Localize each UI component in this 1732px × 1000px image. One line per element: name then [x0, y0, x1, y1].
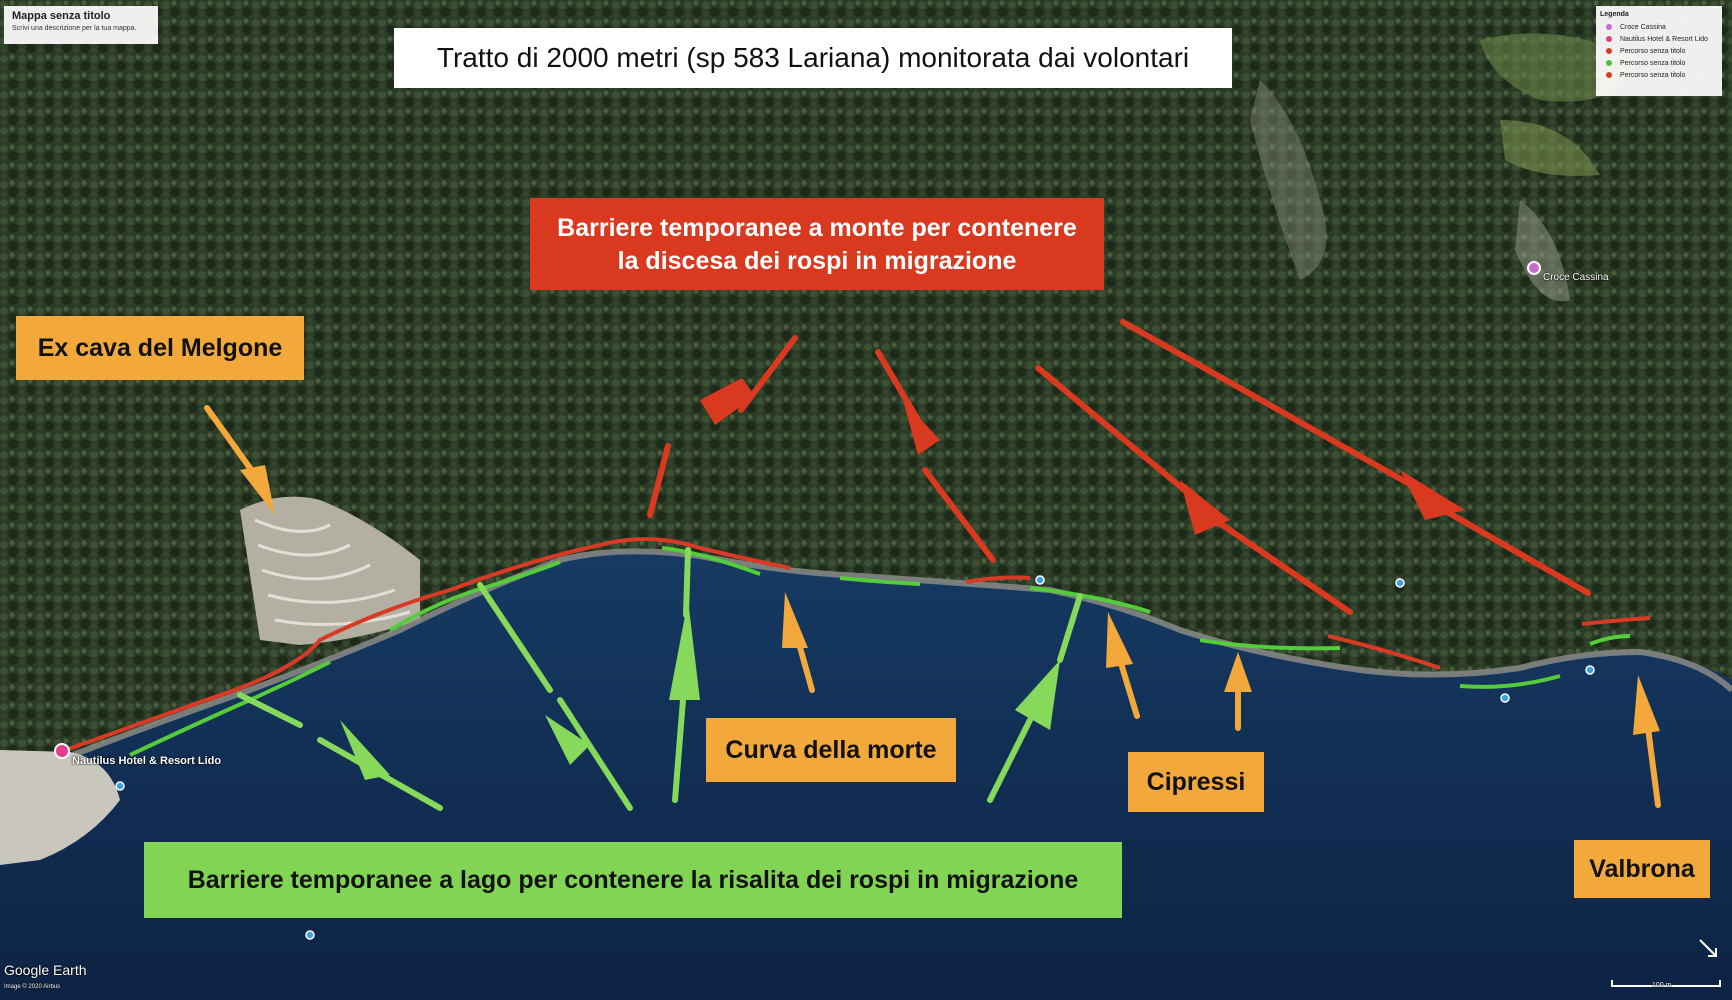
legend-item[interactable]: Percorso senza titolo — [1600, 45, 1718, 57]
red-route — [1327, 634, 1441, 670]
legend-marker-icon — [1606, 72, 1612, 78]
red-arrows — [647, 319, 1591, 615]
green-route — [1029, 586, 1151, 614]
google-earth-logo: Google Earth — [4, 962, 87, 978]
quarry-terraces — [254, 518, 411, 626]
red-barriers-line2: la discesa dei rospi in migrazione — [617, 247, 1017, 275]
main-title: Tratto di 2000 metri (sp 583 Lariana) mo… — [394, 28, 1232, 88]
rock-patch — [1250, 80, 1327, 280]
curva-label: Curva della morte — [706, 718, 956, 782]
green-barriers-label: Barriere temporanee a lago per contenere… — [144, 842, 1122, 918]
legend-marker-icon — [1606, 60, 1612, 66]
green-route — [1199, 638, 1341, 651]
quarry-area — [240, 496, 420, 645]
green-route — [1589, 634, 1631, 646]
legend-item[interactable]: Nautilus Hotel & Resort Lido — [1600, 33, 1718, 45]
legend-marker-icon — [1606, 36, 1612, 42]
ex-cava-label: Ex cava del Melgone — [16, 316, 304, 380]
legend-marker-icon — [1606, 48, 1612, 54]
shore-road — [58, 548, 1732, 763]
legend-item[interactable]: Croce Cassina — [1600, 21, 1718, 33]
legend-title: Legenda — [1600, 11, 1629, 18]
legend-item-label: Percorso senza titolo — [1620, 47, 1686, 55]
map-info-panel[interactable]: Mappa senza titolo Scrivi una descrizion… — [4, 6, 158, 44]
image-credit: Image © 2020 Airbus — [4, 984, 61, 990]
green-arrows — [237, 547, 1083, 811]
cipressi-label: Cipressi — [1128, 752, 1264, 812]
valbrona-label: Valbrona — [1574, 840, 1710, 898]
legend-item-label: Percorso senza titolo — [1620, 71, 1686, 79]
map-title: Mappa senza titolo — [12, 10, 111, 22]
croce-cassina-marker[interactable] — [1527, 261, 1541, 275]
nautilus-marker[interactable] — [54, 743, 70, 759]
meadow-patch — [1500, 120, 1600, 176]
red-route — [965, 575, 1031, 584]
legend-marker-icon — [1606, 24, 1612, 30]
green-route — [839, 576, 921, 586]
scale-label: 100 m — [1652, 982, 1672, 989]
green-route — [388, 560, 561, 632]
red-route — [1581, 616, 1651, 626]
green-route — [661, 546, 761, 576]
rock-patch — [1515, 200, 1570, 302]
orange-arrows — [204, 405, 1661, 808]
legend-item-label: Croce Cassina — [1620, 23, 1666, 31]
shore-town — [0, 750, 120, 865]
red-barriers-line1: Barriere temporanee a monte per contener… — [557, 214, 1077, 242]
scale-bar — [1611, 980, 1721, 987]
buoy-markers — [115, 575, 1595, 940]
nautilus-label: Nautilus Hotel & Resort Lido — [72, 755, 222, 767]
green-route — [1459, 674, 1561, 689]
legend-item-label: Percorso senza titolo — [1620, 59, 1686, 67]
map-subtitle: Scrivi una descrizione per la tua mappa. — [12, 25, 137, 32]
compass-icon[interactable] — [1699, 939, 1717, 957]
legend-item[interactable]: Percorso senza titolo — [1600, 69, 1718, 81]
croce-cassina-label: Croce Cassina — [1543, 272, 1609, 283]
legend-item[interactable]: Percorso senza titolo — [1600, 57, 1718, 69]
red-route — [59, 537, 791, 754]
legend-item-label: Nautilus Hotel & Resort Lido — [1620, 35, 1708, 43]
red-barriers-label: Barriere temporanee a monte per contener… — [530, 198, 1104, 290]
